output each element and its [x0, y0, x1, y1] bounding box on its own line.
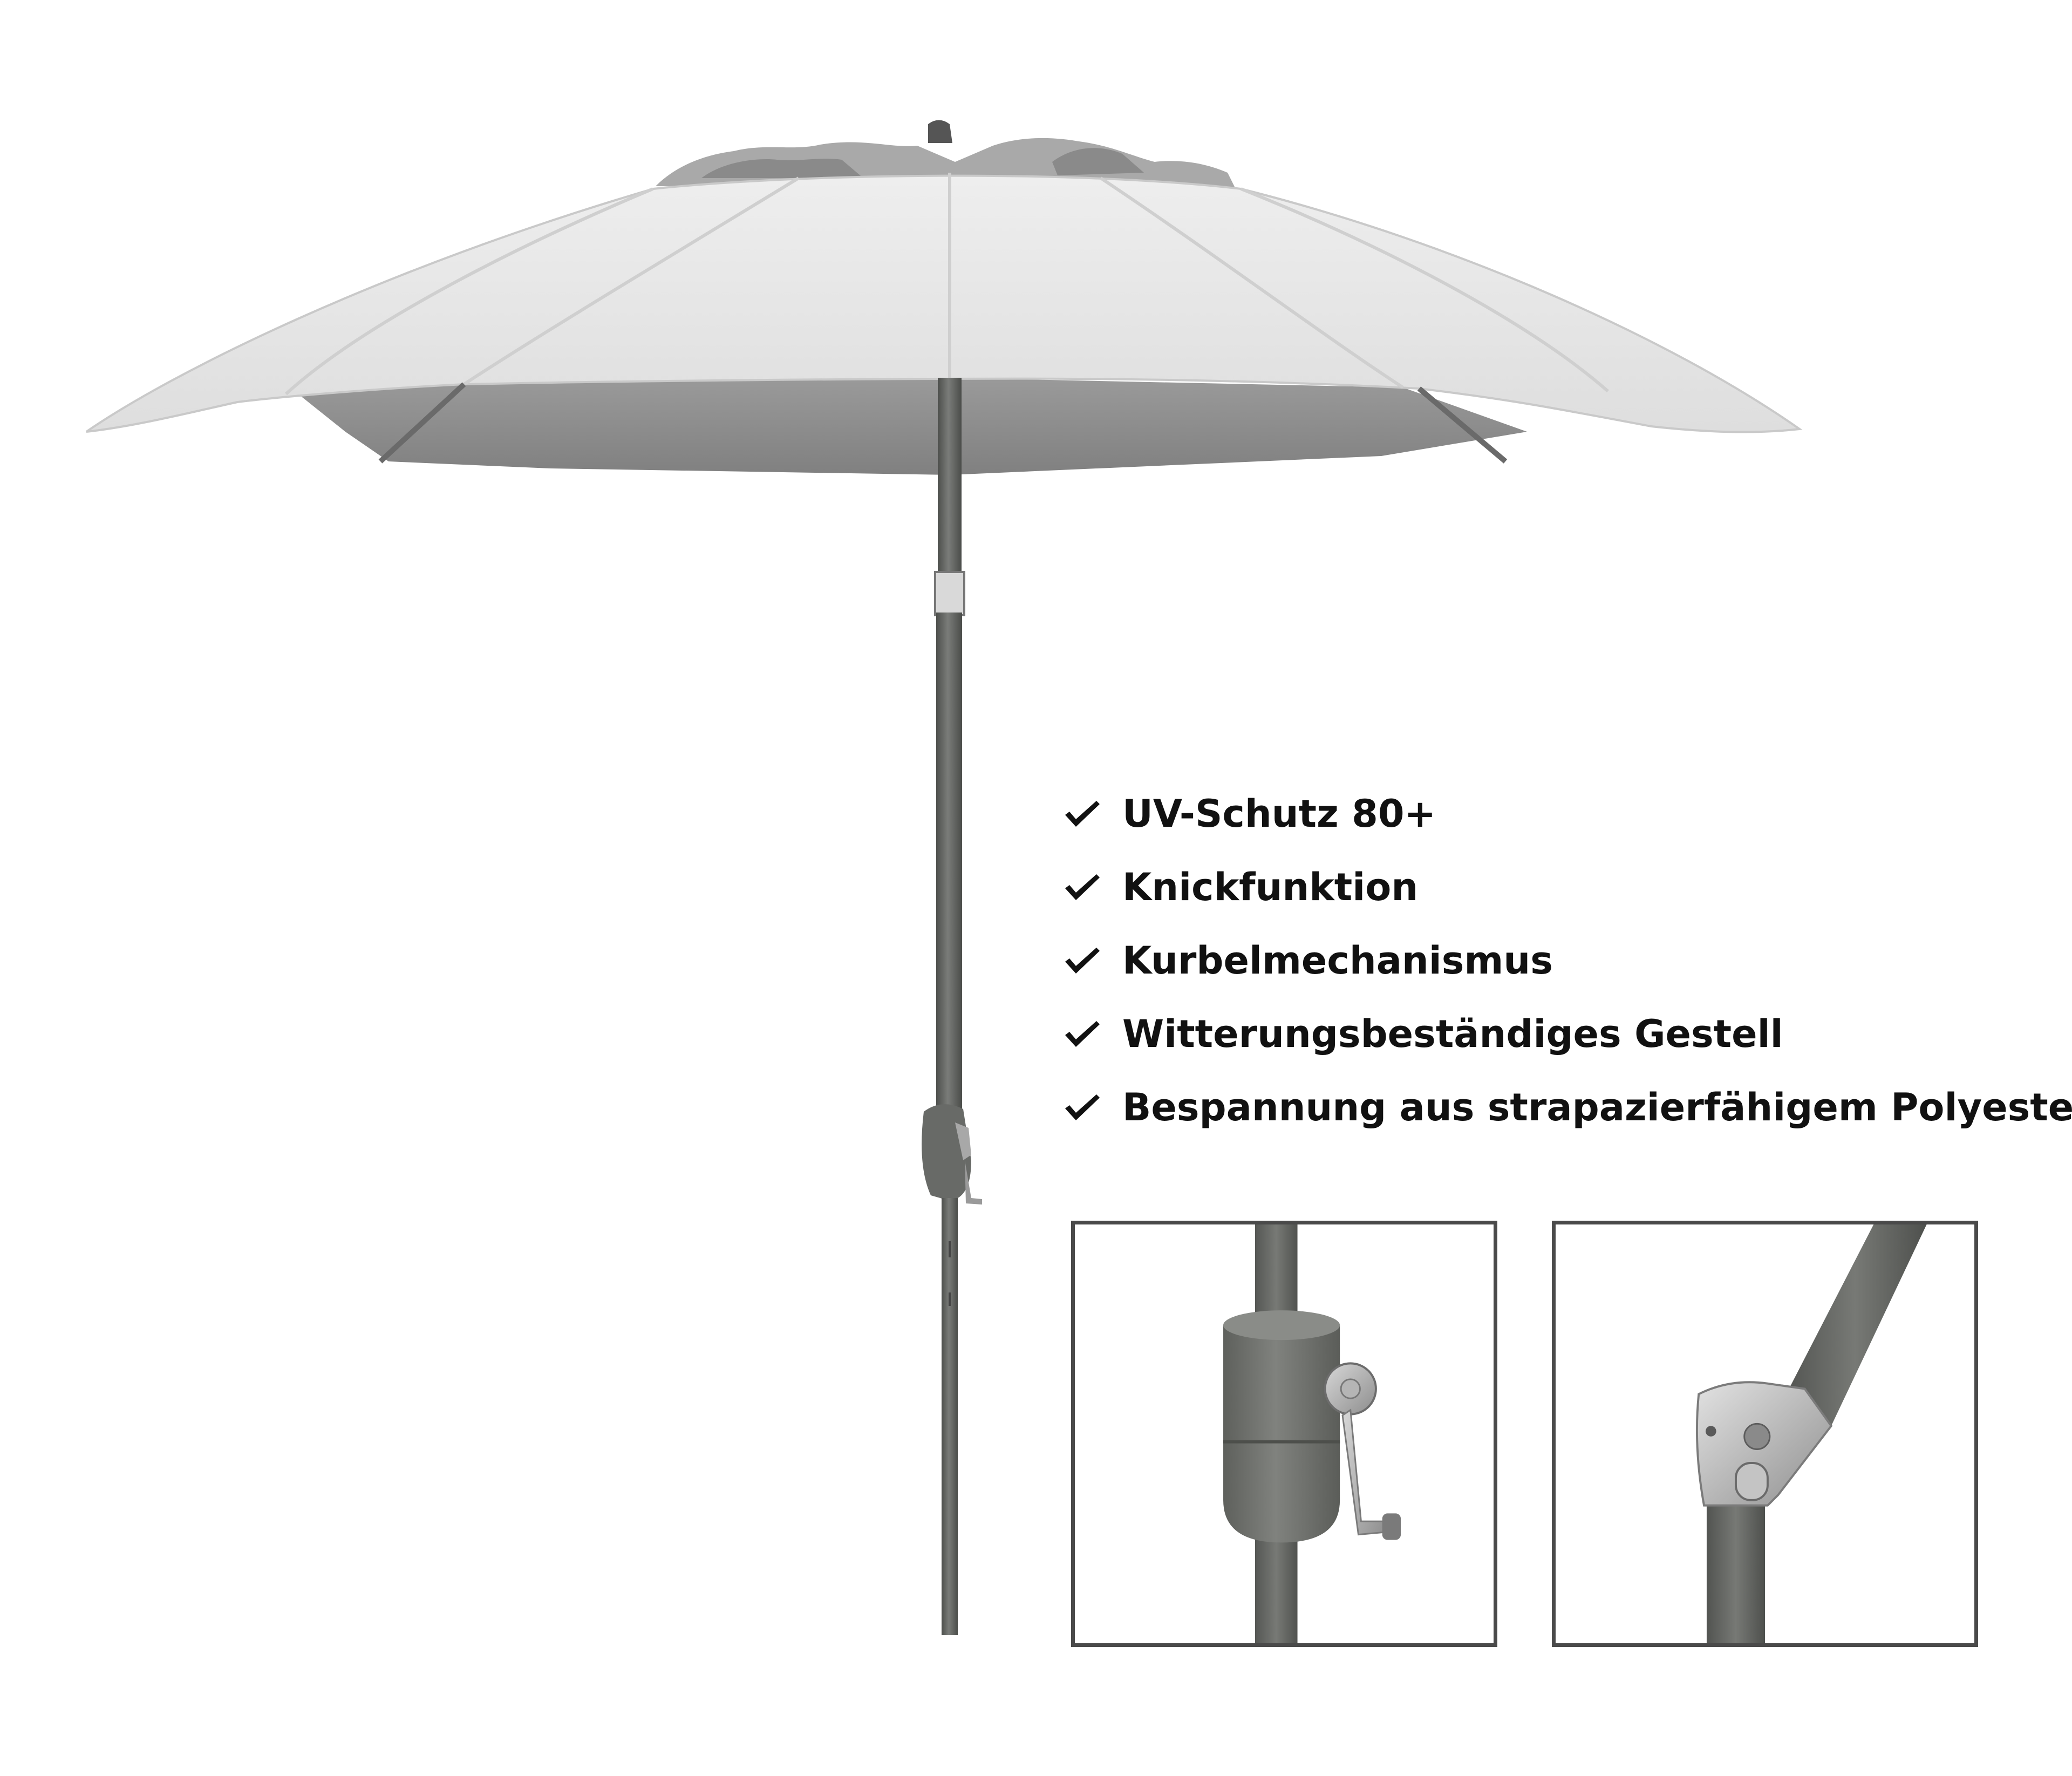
feature-item: Bespannung aus strapazierfähigem Polyest…	[1063, 1071, 2072, 1144]
feature-label: Witterungsbeständiges Gestell	[1122, 1012, 1783, 1056]
check-icon	[1065, 874, 1100, 900]
check-icon	[1065, 948, 1100, 974]
canopy-seams	[284, 173, 1609, 396]
feature-item: UV-Schutz 80+	[1063, 777, 2072, 850]
feature-item: Knickfunktion	[1063, 850, 2072, 924]
check-icon	[1065, 1021, 1100, 1047]
feature-label: UV-Schutz 80+	[1122, 792, 1436, 836]
tilt-joint-detail	[1552, 1221, 1978, 1647]
umbrella-pole	[922, 378, 982, 1635]
feature-label: Bespannung aus strapazierfähigem Polyest…	[1122, 1085, 2072, 1129]
check-icon	[1065, 801, 1100, 827]
canopy-ribs	[378, 382, 1508, 464]
feature-list: UV-Schutz 80+ Knickfunktion Kurbelmechan…	[1063, 777, 2072, 1144]
canopy-underside	[291, 378, 1527, 475]
feature-label: Knickfunktion	[1122, 865, 1419, 909]
feature-item: Kurbelmechanismus	[1063, 924, 2072, 997]
check-icon	[1065, 1094, 1100, 1120]
feature-label: Kurbelmechanismus	[1122, 938, 1553, 983]
feature-item: Witterungsbeständiges Gestell	[1063, 997, 2072, 1071]
canopy-vent	[656, 120, 1236, 189]
crank-mechanism-detail	[1071, 1221, 1497, 1647]
